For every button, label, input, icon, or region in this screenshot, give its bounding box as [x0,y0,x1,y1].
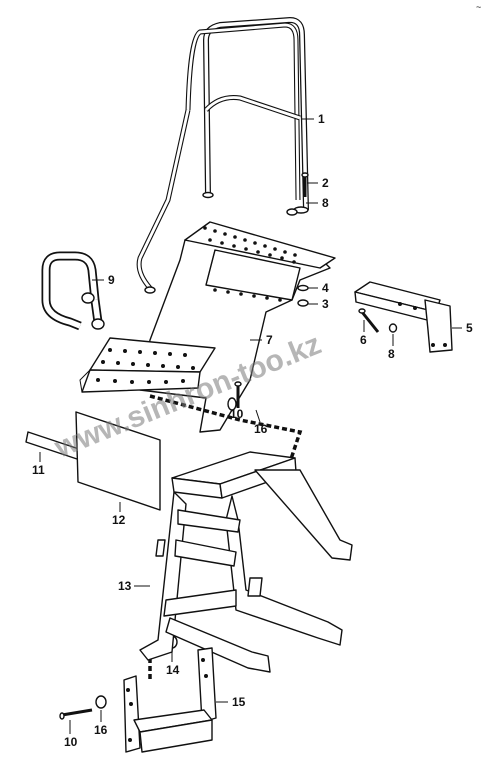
callout-14: 14 [166,663,180,677]
callout-12: 12 [112,513,126,527]
platform-part [79,221,336,433]
callout-6: 6 [360,333,367,347]
lower-step-part [123,647,217,753]
grab-handle-part [41,251,105,331]
callout-8-right: 8 [388,347,395,361]
callout-7: 7 [266,333,273,347]
perforation-holes [96,226,297,384]
callout-16-bottom: 16 [94,723,108,737]
callout-16-mid: 16 [254,422,268,436]
callout-1: 1 [318,112,325,126]
callout-15: 15 [232,695,246,709]
callout-10-bottom: 10 [64,735,78,749]
leader-lines [39,118,462,734]
strip-and-plate-parts [25,411,161,511]
callout-5: 5 [466,321,473,335]
mounting-bracket-part [354,281,453,353]
callout-9: 9 [108,273,115,287]
callout-3: 3 [322,297,329,311]
callout-13: 13 [118,579,132,593]
callout-10-mid: 10 [230,407,244,421]
corner-mark: ~ [476,2,481,12]
handrail-part [136,16,309,294]
callout-8-top: 8 [322,196,329,210]
ladder-frame-part [139,451,353,673]
callout-4: 4 [322,281,329,295]
callout-2: 2 [322,176,329,190]
callout-11: 11 [32,463,45,477]
